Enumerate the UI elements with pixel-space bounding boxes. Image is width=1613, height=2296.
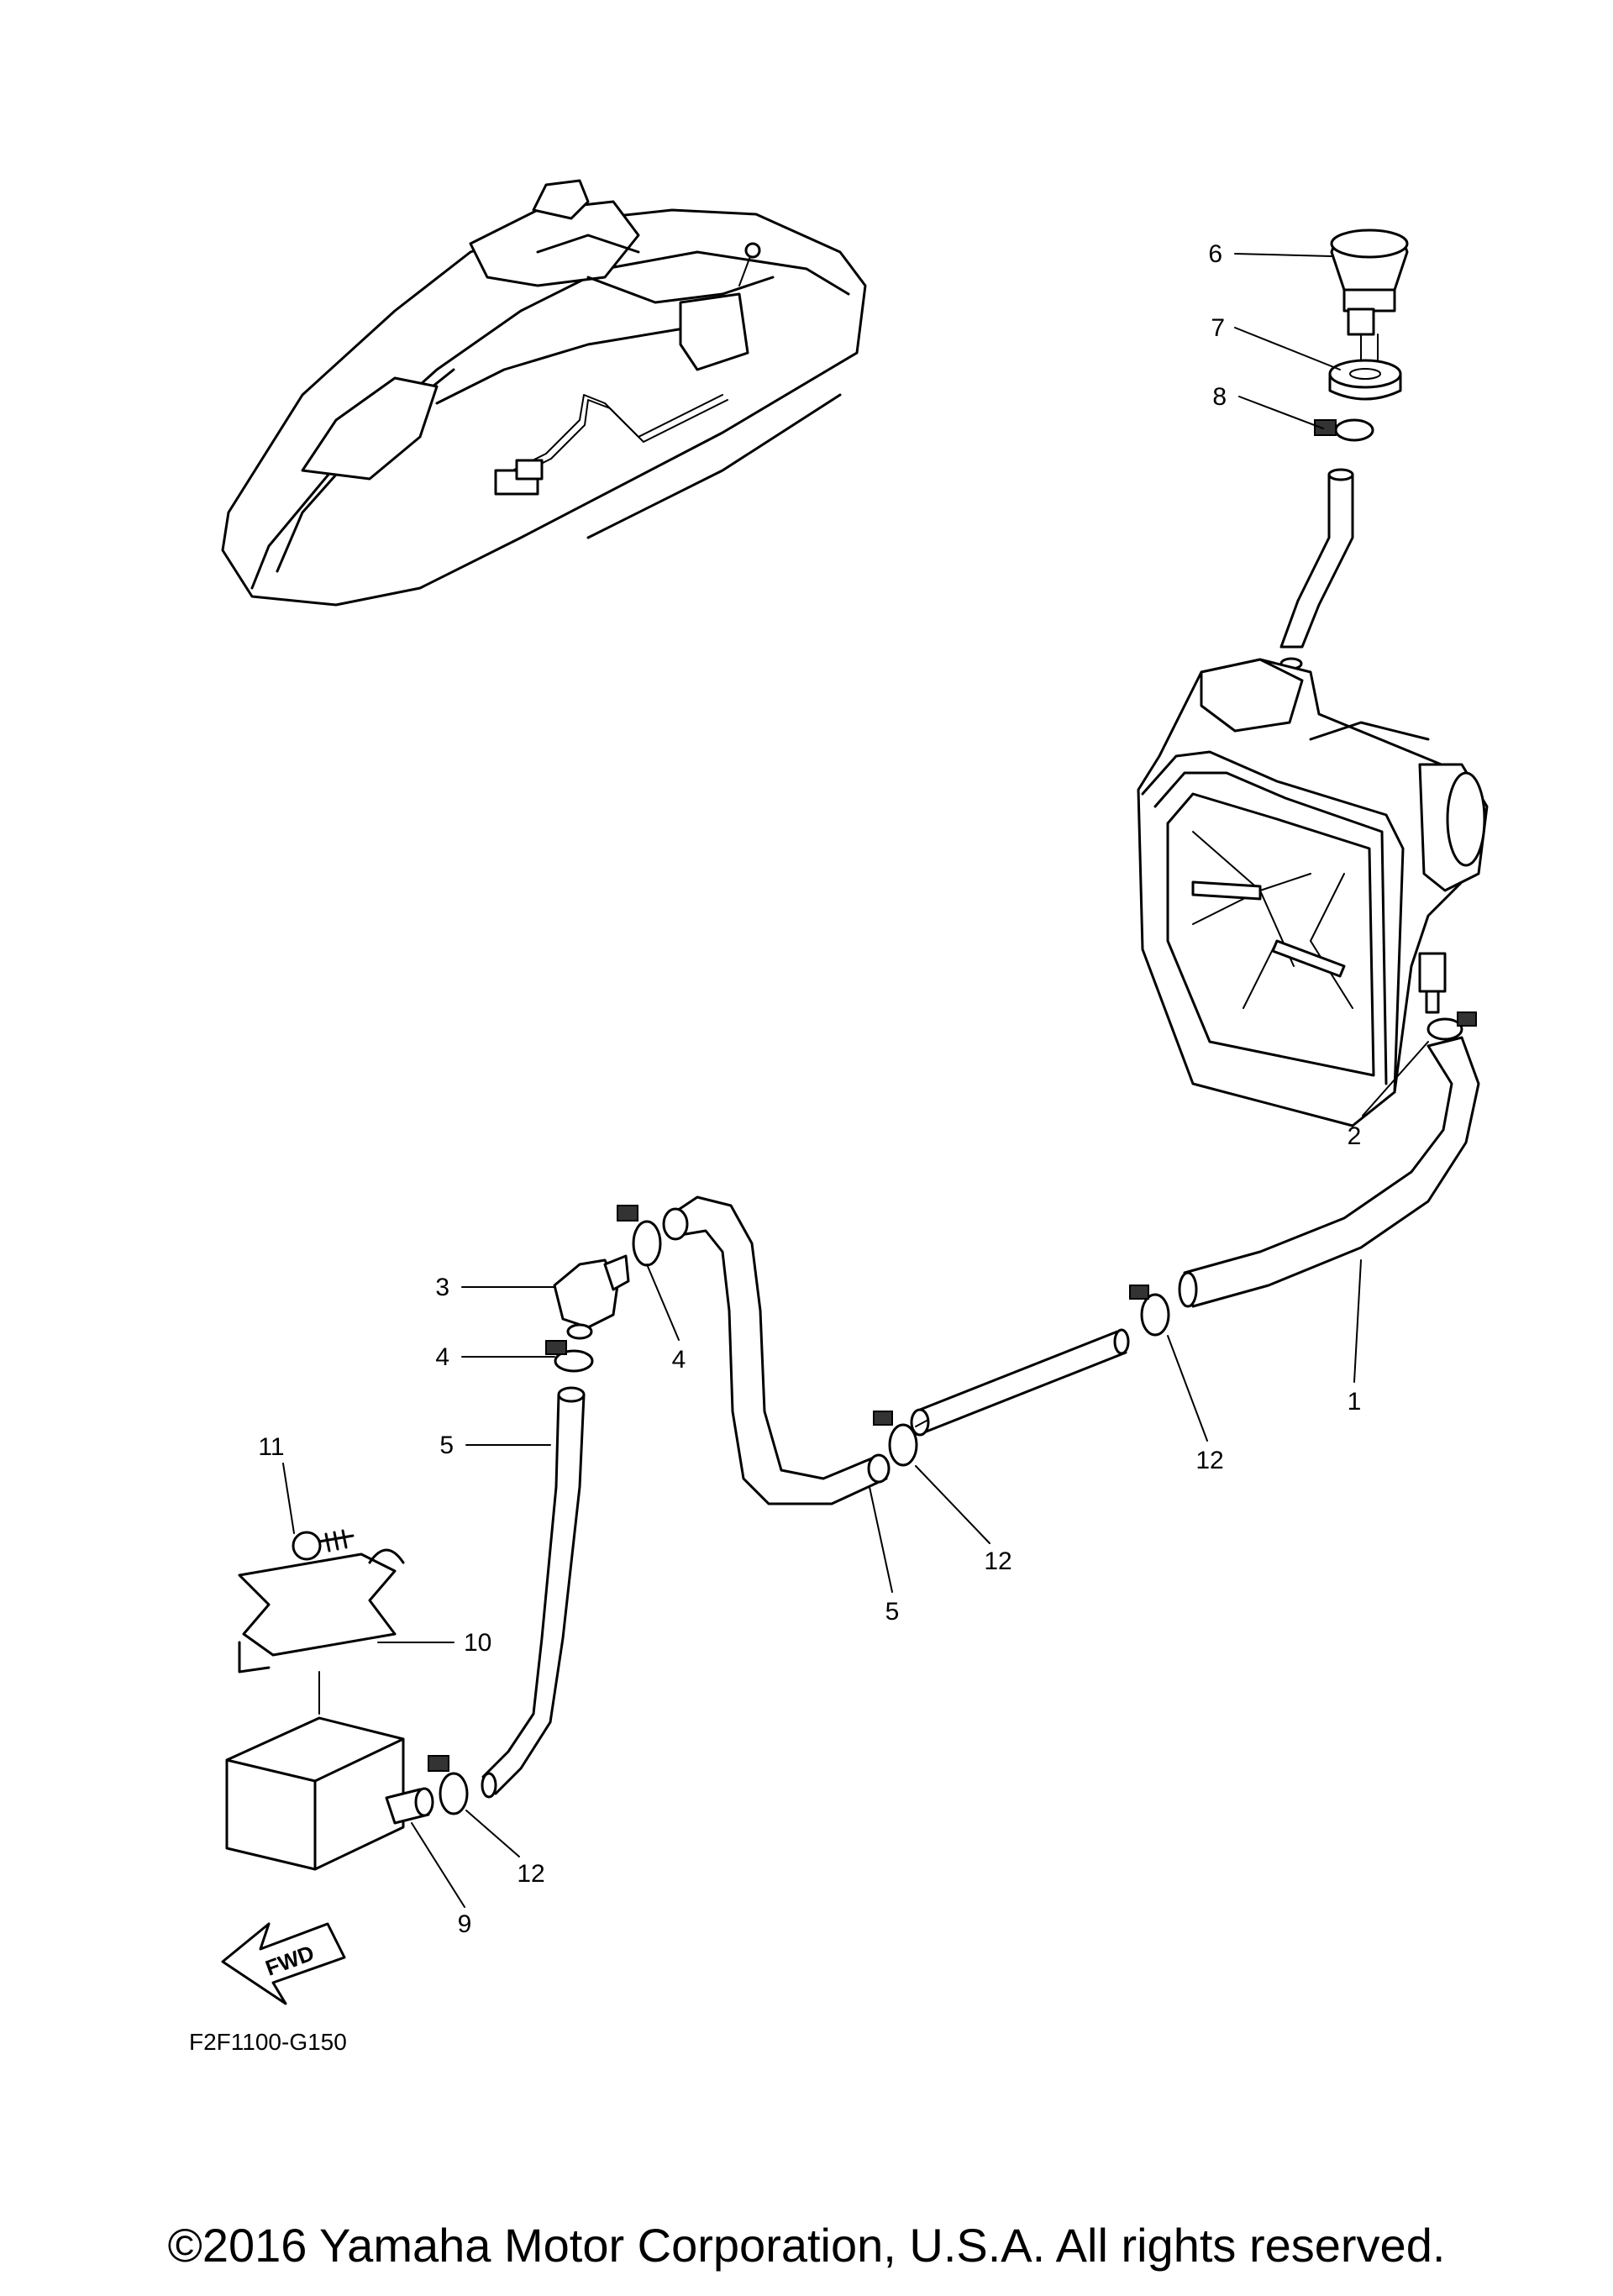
clamp-4-lower xyxy=(545,1340,594,1373)
hose-5-pipe xyxy=(910,1328,1130,1437)
callout-10: 10 xyxy=(464,1629,491,1657)
fwd-arrow: FWD xyxy=(221,1922,346,2005)
callout-9: 9 xyxy=(458,1910,472,1938)
copyright-notice: ©2016 Yamaha Motor Corporation, U.S.A. A… xyxy=(167,2219,1446,2272)
drain-cap-assembly xyxy=(1279,229,1409,670)
valve-3 xyxy=(553,1254,630,1340)
callout-3: 3 xyxy=(435,1274,449,1301)
screw-11 xyxy=(292,1529,355,1561)
callout-11: 11 xyxy=(258,1433,284,1461)
hose-1 xyxy=(1178,1036,1480,1308)
callout-8: 8 xyxy=(1212,383,1227,411)
box-9 xyxy=(225,1716,434,1871)
callout-4-right: 4 xyxy=(672,1346,686,1374)
callout-6: 6 xyxy=(1208,240,1222,268)
bracket-10 xyxy=(238,1548,405,1673)
clamp-12-lower xyxy=(428,1755,469,1815)
leader-lines xyxy=(282,253,1429,1908)
part-code: F2F1100-G150 xyxy=(189,2029,347,2055)
callout-5-left: 5 xyxy=(439,1432,454,1459)
callout-2: 2 xyxy=(1348,1122,1362,1150)
clamp-12-upper xyxy=(1129,1285,1170,1337)
clamp-12-middle xyxy=(873,1411,918,1467)
clamp-4-upper xyxy=(617,1205,662,1267)
callout-labels: 6 7 8 2 3 4 4 1 12 5 5 12 11 10 12 9 xyxy=(258,240,1361,1938)
callout-7: 7 xyxy=(1211,314,1225,342)
callout-4-left: 4 xyxy=(435,1343,449,1371)
pump-housing xyxy=(1137,658,1489,1127)
callout-12-middle: 12 xyxy=(984,1547,1011,1575)
callout-12-upper: 12 xyxy=(1195,1447,1223,1474)
hose-5-vertical xyxy=(481,1386,586,1799)
callout-1: 1 xyxy=(1348,1388,1362,1416)
watercraft-illustration xyxy=(221,179,867,607)
hose-5-curved xyxy=(662,1195,891,1505)
callout-12-lower: 12 xyxy=(517,1860,544,1888)
callout-5-middle: 5 xyxy=(885,1598,900,1626)
